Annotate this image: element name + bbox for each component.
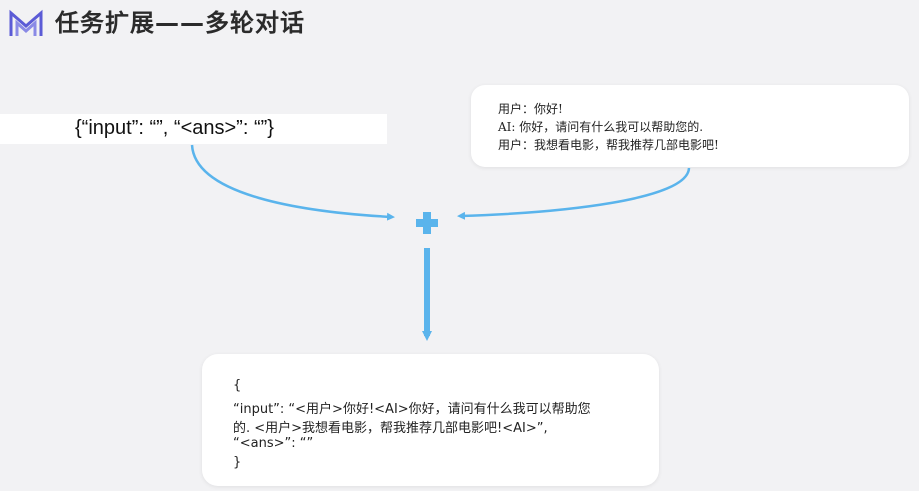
arrow-from-dialog [457, 167, 691, 220]
output-line-1: { [233, 378, 242, 393]
plus-icon [416, 212, 438, 234]
dialog-line-user-1: 用户：你好! [498, 102, 563, 116]
input-template-box [0, 114, 387, 144]
page-title: 任务扩展——多轮对话 [55, 9, 305, 37]
dialog-line-user-2: 用户：我想看电影，帮我推荐几部电影吧! [498, 138, 719, 152]
arrow-from-input [190, 144, 395, 221]
dialog-line-ai: AI: 你好，请问有什么我可以帮助您的. [498, 120, 704, 134]
dialog-card [471, 85, 909, 167]
output-line-5: } [233, 455, 242, 470]
output-card [202, 354, 659, 486]
output-line-2: “input”: “<用户>你好!<AI>你好，请问有什么我可以帮助您 [233, 402, 591, 417]
output-line-4: “<ans>”: “” [233, 436, 314, 451]
input-template-text: {“input”: “”, “<ans>”: “”} [75, 117, 274, 139]
output-line-3: 的. <用户>我想看电影，帮我推荐几部电影吧!<AI>”, [233, 421, 548, 436]
mw-logo-icon [9, 9, 43, 36]
